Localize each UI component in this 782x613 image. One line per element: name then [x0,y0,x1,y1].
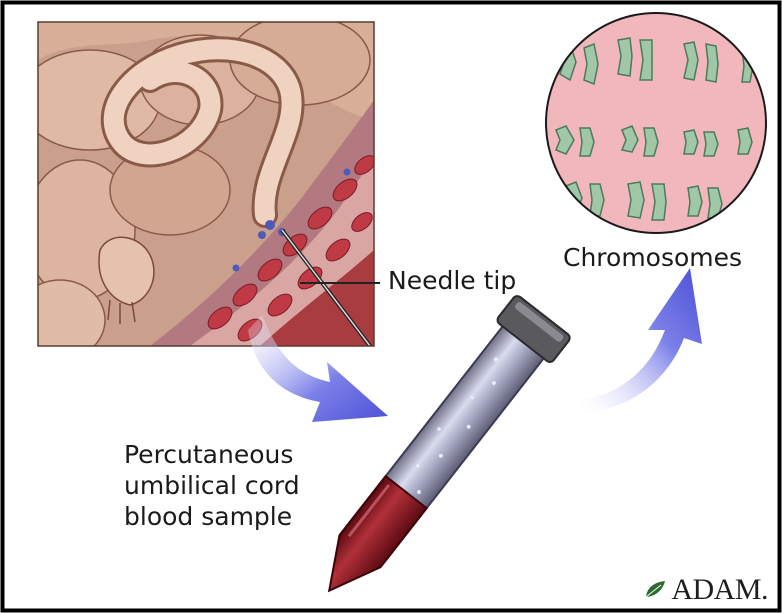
procedure-label-line1: Percutaneous [124,439,300,470]
procedure-label: Percutaneous umbilical cord blood sample [124,439,300,532]
flow-arrow-up-icon [580,268,702,412]
chromosome-magnifier [546,13,766,233]
anatomy-inset [15,15,379,360]
needle-tip-label: Needle tip [388,265,516,296]
procedure-label-line3: blood sample [124,501,300,532]
brand-text: ADAM. [671,573,768,607]
adam-logo: ADAM. [643,573,768,607]
procedure-label-line2: umbilical cord [124,470,300,501]
chromosomes-label: Chromosomes [563,242,742,273]
leaf-icon [643,579,669,601]
